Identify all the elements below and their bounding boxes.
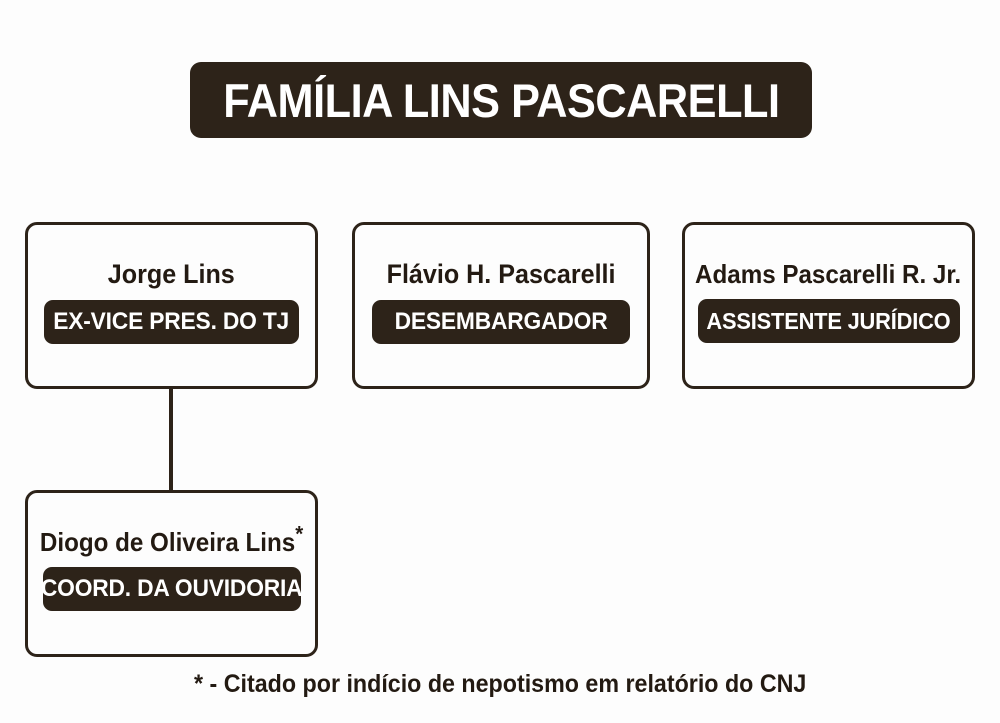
person-role-badge: COORD. DA OUVIDORIA (40, 567, 303, 611)
person-role-badge: DESEMBARGADOR (372, 300, 630, 344)
person-role-text: ASSISTENTE JURÍDICO (706, 307, 951, 334)
person-name-text: Flávio H. Pascarelli (386, 259, 616, 289)
person-card-adams-pascarelli-r-jr[interactable]: Adams Pascarelli R. Jr. ASSISTENTE JURÍD… (682, 222, 975, 389)
footnote: * - Citado por indício de nepotismo em r… (0, 672, 1000, 697)
person-card-flavio-h-pascarelli[interactable]: Flávio H. Pascarelli DESEMBARGADOR (352, 222, 650, 389)
person-role-badge: ASSISTENTE JURÍDICO (697, 299, 960, 343)
person-name: Jorge Lins (108, 261, 235, 288)
person-card-jorge-lins[interactable]: Jorge Lins EX-VICE PRES. DO TJ (25, 222, 318, 389)
person-name-text: Adams Pascarelli R. Jr. (695, 259, 962, 289)
person-name-text: Jorge Lins (108, 259, 235, 289)
person-role-text: EX-VICE PRES. DO TJ (53, 308, 290, 335)
person-role-text: DESEMBARGADOR (394, 308, 608, 335)
person-role-badge: EX-VICE PRES. DO TJ (44, 300, 299, 344)
chart-title-banner: FAMÍLIA LINS PASCARELLI (190, 62, 812, 138)
footnote-text: * - Citado por indício de nepotismo em r… (193, 670, 807, 698)
connector-jorge-to-diogo (169, 389, 173, 491)
page-title: FAMÍLIA LINS PASCARELLI (222, 73, 780, 127)
person-name-text: Diogo de Oliveira Lins (39, 527, 296, 557)
person-card-diogo-de-oliveira-lins[interactable]: Diogo de Oliveira Lins* COORD. DA OUVIDO… (25, 490, 318, 657)
person-name: Diogo de Oliveira Lins* (39, 523, 303, 557)
person-role-text: COORD. DA OUVIDORIA (40, 575, 303, 602)
person-name: Flávio H. Pascarelli (387, 261, 616, 288)
nepotism-asterisk: * (295, 521, 304, 547)
person-name: Adams Pascarelli R. Jr. (695, 261, 961, 287)
